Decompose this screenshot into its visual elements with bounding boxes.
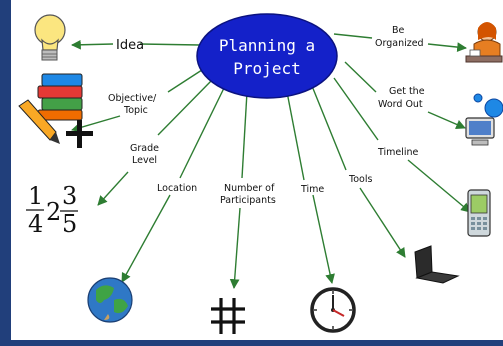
- numbers-icon: 1 4 2 3 5: [26, 182, 78, 238]
- numbers-icon-digit-5: 5: [62, 210, 77, 238]
- books-pencil-plus-icon: [18, 73, 93, 148]
- pda-icon: [467, 189, 491, 237]
- label-grade-line1: Grade: [130, 143, 159, 154]
- label-participants-line1: Number of: [224, 183, 275, 194]
- connector-idea-tail: [71, 39, 114, 50]
- connector-grade-tail: [97, 171, 129, 206]
- connector-timeline: [333, 77, 379, 141]
- connector-tools-tail: [359, 187, 406, 258]
- laptop-icon: [414, 245, 460, 284]
- connector-participants: [241, 91, 248, 179]
- lightbulb-icon: [34, 14, 66, 61]
- connector-time: [286, 91, 305, 181]
- connector-tools: [311, 85, 347, 171]
- connector-organized: [333, 33, 373, 39]
- label-tools: Tools: [348, 174, 372, 185]
- label-objective-line2: Topic: [123, 105, 148, 116]
- connector-grade: [157, 79, 213, 136]
- hash-icon: [211, 298, 245, 334]
- clock-icon: [310, 287, 356, 333]
- globe-icon: [87, 277, 133, 323]
- label-grade-line2: Level: [132, 155, 157, 166]
- numbers-icon-digit-3: 3: [62, 182, 77, 210]
- label-timeline: Timeline: [377, 147, 419, 158]
- hub-node: Planning a Project: [196, 13, 338, 99]
- connector-word-out-tail: [427, 111, 466, 129]
- connector-participants-tail: [229, 207, 241, 289]
- hub-title-line1: Planning a: [219, 36, 315, 55]
- label-location: Location: [157, 183, 197, 194]
- computer-network-icon: [465, 93, 503, 146]
- numbers-icon-digit-2: 2: [46, 198, 61, 226]
- connector-location-tail: [121, 194, 171, 283]
- label-idea: Idea: [116, 38, 144, 53]
- label-organized-line1: Be: [392, 25, 405, 36]
- connector-word-out: [344, 61, 377, 93]
- person-at-desk-icon: [465, 22, 503, 63]
- connector-objective: [167, 67, 206, 93]
- hub-title-line2: Project: [233, 59, 300, 78]
- label-time: Time: [300, 184, 324, 195]
- label-participants-line2: Participants: [220, 195, 276, 206]
- connectors: [71, 33, 471, 289]
- connector-time-tail: [312, 194, 335, 284]
- connector-idea: [139, 43, 201, 46]
- label-word-out-line2: Word Out: [378, 99, 423, 110]
- numbers-icon-digit-4: 4: [28, 210, 43, 238]
- label-word-out-line1: Get the: [389, 86, 425, 97]
- connector-location: [179, 85, 226, 179]
- connector-timeline-tail: [407, 159, 471, 213]
- label-organized-line2: Organized: [375, 38, 424, 49]
- label-objective-line1: Objective/: [108, 93, 157, 104]
- numbers-icon-digit-1: 1: [28, 182, 43, 210]
- connector-organized-tail: [427, 42, 467, 52]
